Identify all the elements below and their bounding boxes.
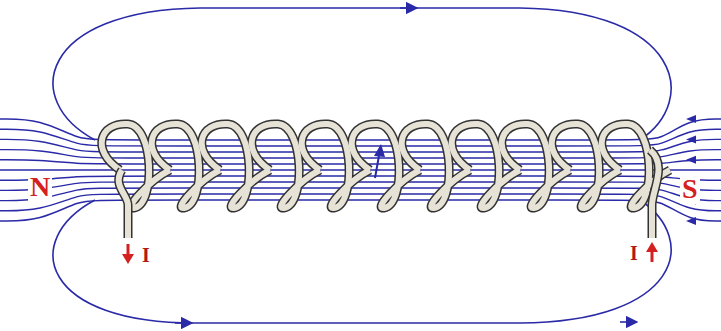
current-label: I — [628, 242, 640, 264]
pole-label: N — [28, 172, 52, 202]
field-arrow — [686, 217, 696, 225]
field-arrow — [686, 115, 696, 123]
coil-turn — [102, 124, 170, 208]
field-arrow — [400, 7, 412, 9]
field-arrow — [686, 135, 696, 143]
inner-field-line — [0, 194, 721, 211]
coil-windings — [102, 124, 670, 208]
coil-turn — [402, 124, 470, 208]
field-arrow — [374, 144, 385, 157]
field-arrow — [686, 156, 696, 164]
coil-turn — [152, 124, 220, 208]
field-lines — [53, 8, 671, 323]
field-arrow — [620, 321, 632, 323]
current-arrow — [122, 254, 134, 264]
pole-label: S — [680, 174, 700, 204]
outer-field-line — [53, 200, 671, 323]
coil-turn — [352, 124, 420, 208]
leads — [119, 144, 659, 264]
field-arrow — [175, 322, 187, 324]
inner-field-line — [0, 182, 721, 190]
coil-turn — [452, 124, 520, 208]
inner-field-line — [0, 200, 721, 221]
coil-turn — [552, 124, 620, 208]
coil-turn — [252, 124, 320, 208]
coil-turn — [202, 124, 270, 208]
inner-field-line — [0, 139, 721, 152]
current-arrow — [646, 242, 658, 252]
coil-turn — [502, 124, 570, 208]
inner-field-lines — [0, 115, 721, 225]
current-label: I — [140, 244, 152, 266]
coil-turn — [302, 124, 370, 208]
